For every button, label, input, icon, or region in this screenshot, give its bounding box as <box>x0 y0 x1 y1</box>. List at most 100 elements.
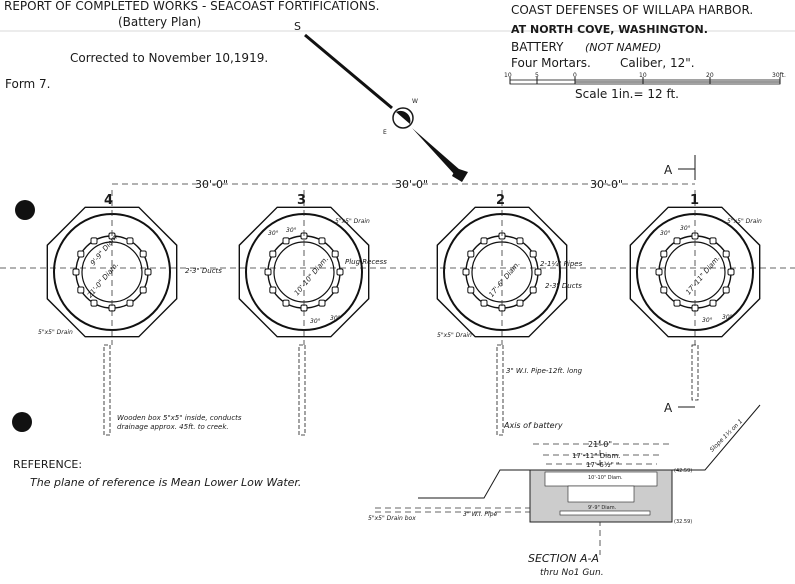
punch-hole <box>15 200 35 220</box>
gun2-pipes: 2-1¼" Pipes <box>540 260 583 268</box>
bolt-lug-icon <box>318 299 326 307</box>
gun1-angle: 30° <box>660 230 671 237</box>
wooden-drain-box <box>496 344 504 436</box>
battery-label: BATTERY <box>511 40 564 54</box>
bolt-lug-icon <box>90 299 98 307</box>
bolt-lug-icon <box>660 250 668 258</box>
gun1-angle: 30° <box>680 225 691 232</box>
reference-heading: REFERENCE: <box>13 458 82 471</box>
bolt-lug-icon <box>462 268 470 276</box>
bolt-lug-icon <box>336 268 344 276</box>
scale-text: Scale 1in.= 12 ft. <box>575 87 679 101</box>
gun-number-2: 2 <box>496 193 505 208</box>
bolt-lug-icon <box>269 286 277 294</box>
bolt-lug-icon <box>264 268 272 276</box>
report-subtitle: (Battery Plan) <box>118 15 201 29</box>
bolt-lug-icon <box>126 237 134 245</box>
gun3-diam: 10'-10" Diam. <box>293 255 330 297</box>
bolt-lug-icon <box>139 286 147 294</box>
section-title: SECTION A-A <box>528 552 599 565</box>
scale-bar: 10 5 0 10 20 30ft. <box>504 72 786 85</box>
gun-number-4: 4 <box>104 193 113 208</box>
wooden-drain-box <box>103 344 111 436</box>
bolt-lug-icon <box>673 237 681 245</box>
gun-emplacement-1 <box>629 190 761 345</box>
section-inner: 10'-10" Diam. <box>588 475 623 481</box>
section-subtitle: thru No1 Gun. <box>540 568 604 578</box>
title-line2: AT NORTH COVE, WASHINGTON. <box>511 23 708 36</box>
bolt-lug-icon <box>655 268 663 276</box>
section-dim: 17'-6½" " <box>586 461 619 469</box>
bolt-lug-icon <box>77 250 85 258</box>
bolt-lug-icon <box>722 250 730 258</box>
bolt-lug-icon <box>534 268 542 276</box>
bolt-lug-icon <box>727 268 735 276</box>
bolt-lug-icon <box>282 237 290 245</box>
section-lower: 9'-9" Diam. <box>588 505 617 511</box>
wooden-drain-box <box>298 344 306 436</box>
bolt-lug-icon <box>139 250 147 258</box>
corrected-date: Corrected to November 10,1919. <box>70 51 268 65</box>
caliber: Caliber, 12". <box>620 56 695 70</box>
compass-label: E <box>383 129 387 136</box>
form-number: Form 7. <box>5 77 51 91</box>
gun2-ducts: 2-3" Ducts <box>545 282 582 290</box>
gun2-drain: 5"x5" Drain <box>437 332 472 339</box>
compass-needle-icon: S E W <box>294 20 468 182</box>
gun1-angle: 30° <box>722 314 733 321</box>
gun3-plug: Plug Recess <box>345 258 387 266</box>
bolt-lug-icon <box>709 237 717 245</box>
gun4-outer-diam: 21'-0" Diam. <box>86 261 120 300</box>
bolt-lug-icon <box>126 299 134 307</box>
wooden-drain-box <box>691 344 699 401</box>
gun-emplacement-3 <box>238 190 370 345</box>
reference-text: The plane of reference is Mean Lower Low… <box>30 476 301 489</box>
bolt-lug-icon <box>331 250 339 258</box>
drain-box-label: 5"x5" Drain box <box>368 515 416 522</box>
bolt-lug-icon <box>529 286 537 294</box>
gun3-drain: 5"x5" Drain <box>335 218 370 225</box>
gun4-ducts: 2-3" Ducts <box>185 267 222 275</box>
gun1-diam: 17'-11" Diam. <box>684 254 721 296</box>
bolt-lug-icon <box>90 237 98 245</box>
bolt-lug-icon <box>467 286 475 294</box>
scale-tick: 20 <box>706 72 714 79</box>
gun1-angle: 30° <box>702 317 713 324</box>
bolt-lug-icon <box>516 237 524 245</box>
bolt-lug-icon <box>516 299 524 307</box>
gun3-angle: 30° <box>268 230 279 237</box>
bolt-lug-icon <box>709 299 717 307</box>
gun3-angle: 30° <box>286 227 297 234</box>
bolt-lug-icon <box>480 237 488 245</box>
bolt-lug-icon <box>77 286 85 294</box>
wooden-box-note: drainage approx. 45ft. to creek. <box>117 423 229 431</box>
punch-hole <box>12 412 32 432</box>
gun-emplacement-2 <box>436 190 568 345</box>
gun4-drain: 5"x5" Drain <box>38 329 73 336</box>
report-title: REPORT OF COMPLETED WORKS - SEACOAST FOR… <box>4 0 379 13</box>
axis-of-battery: Axis of battery <box>503 421 563 430</box>
bolt-lug-icon <box>673 299 681 307</box>
bolt-lug-icon <box>660 286 668 294</box>
scale-tick: 0 <box>573 72 577 79</box>
bolt-lug-icon <box>269 250 277 258</box>
section-marker-bottom: A <box>664 401 673 415</box>
gun2-pipe: 3" W.I. Pipe-12ft. long <box>506 367 583 375</box>
gun2-diam: 17'-6" Diam. <box>487 260 521 299</box>
scale-tick: 30ft. <box>772 72 786 79</box>
bolt-lug-icon <box>144 268 152 276</box>
battery-name: (NOT NAMED) <box>585 41 661 54</box>
slope-label: Slope 1½ on 1 <box>709 418 745 454</box>
spacing-label: 30'-0" <box>195 178 228 191</box>
gun-emplacement-4 <box>46 190 178 345</box>
bolt-lug-icon <box>318 237 326 245</box>
section-a-a: 21'-0" 17'-11" Diam. 17'-6½" " 10'-10" D… <box>368 404 761 578</box>
spacing-label: 30'-0" <box>395 178 428 191</box>
bolt-lug-icon <box>72 268 80 276</box>
scale-tick: 5 <box>535 72 539 79</box>
scale-tick: 10 <box>639 72 647 79</box>
gun1-drain: 5"x5" Drain <box>727 218 762 225</box>
gun3-angle: 30° <box>310 318 321 325</box>
gun3-angle: 30° <box>330 315 341 322</box>
